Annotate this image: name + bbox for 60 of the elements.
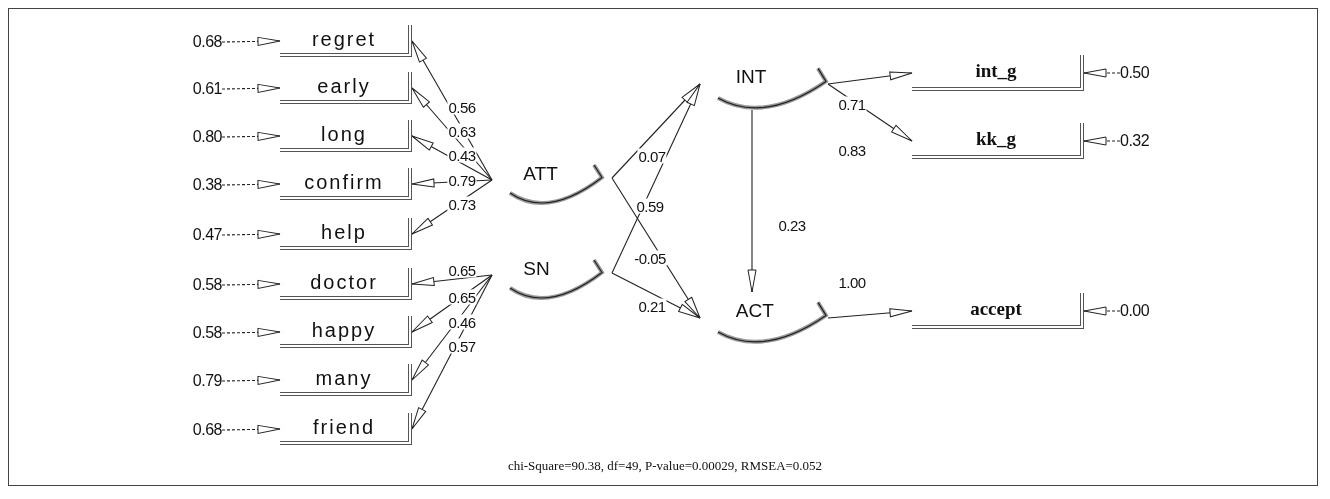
observed-variable-box: accept xyxy=(912,293,1084,329)
path-arrow xyxy=(611,272,701,319)
latent-variable-node: SN xyxy=(492,250,604,300)
observed-variable-box: kk_g xyxy=(912,123,1084,159)
observed-variable-box: confirm xyxy=(280,168,412,200)
error-variance-value: 0.61 xyxy=(160,78,222,100)
path-arrow xyxy=(221,83,281,93)
observed-variable-box: help xyxy=(280,218,412,250)
path-arrow xyxy=(221,327,281,337)
path-arrow xyxy=(221,179,281,189)
latent-variable-node: INT xyxy=(700,58,828,110)
latent-variable-node: ACT xyxy=(700,292,828,344)
path-arrow xyxy=(611,83,701,179)
path-arrow xyxy=(747,109,757,293)
path-arrow xyxy=(221,36,281,46)
path-arrow xyxy=(1083,306,1121,316)
path-coefficient: 0.71 xyxy=(837,96,867,112)
path-arrow xyxy=(827,308,913,319)
path-arrow xyxy=(611,177,701,319)
observed-variable-box: long xyxy=(280,120,412,152)
path-arrow xyxy=(611,83,701,274)
path-coefficient: 0.73 xyxy=(447,196,477,212)
path-arrow xyxy=(1083,136,1121,146)
observed-variable-box: regret xyxy=(280,25,412,57)
path-arrow xyxy=(221,279,281,289)
path-arrow xyxy=(827,71,913,85)
path-arrow xyxy=(221,229,281,239)
error-variance-value: 0.50 xyxy=(1120,62,1170,84)
error-variance-value: 0.58 xyxy=(160,322,222,344)
path-coefficient: 0.57 xyxy=(447,338,477,354)
error-variance-value: 0.58 xyxy=(160,274,222,296)
path-coefficient: 0.21 xyxy=(637,298,667,314)
error-variance-value: 0.00 xyxy=(1120,300,1170,322)
path-coefficient: 0.65 xyxy=(447,289,477,305)
path-coefficient: 0.59 xyxy=(635,198,665,214)
observed-variable-box: early xyxy=(280,72,412,104)
observed-variable-box: happy xyxy=(280,316,412,348)
path-coefficient: 0.46 xyxy=(447,314,477,330)
fit-statistics-caption: chi-Square=90.38, df=49, P-value=0.00029, RMSEA=0.052 xyxy=(507,458,823,474)
path-arrow xyxy=(1083,68,1121,78)
error-variance-value: 0.79 xyxy=(160,370,222,392)
path-arrow xyxy=(221,424,281,434)
error-variance-value: 0.38 xyxy=(160,174,222,196)
error-variance-value: 0.47 xyxy=(160,224,222,246)
path-coefficient: 0.07 xyxy=(637,148,667,164)
latent-variable-node: ATT xyxy=(492,155,604,205)
path-coefficient: 0.56 xyxy=(447,99,477,115)
path-arrow xyxy=(221,375,281,385)
error-variance-value: 0.32 xyxy=(1120,130,1170,152)
error-variance-value: 0.68 xyxy=(160,419,222,441)
path-coefficient: -0.05 xyxy=(633,250,667,266)
error-variance-value: 0.68 xyxy=(160,31,222,53)
observed-variable-box: many xyxy=(280,364,412,396)
path-coefficient: 0.43 xyxy=(447,147,477,163)
path-coefficient: 0.63 xyxy=(447,123,477,139)
path-arrow xyxy=(221,131,281,141)
observed-variable-box: int_g xyxy=(912,55,1084,91)
observed-variable-box: doctor xyxy=(280,268,412,300)
observed-variable-box: friend xyxy=(280,413,412,445)
error-variance-value: 0.80 xyxy=(160,126,222,148)
